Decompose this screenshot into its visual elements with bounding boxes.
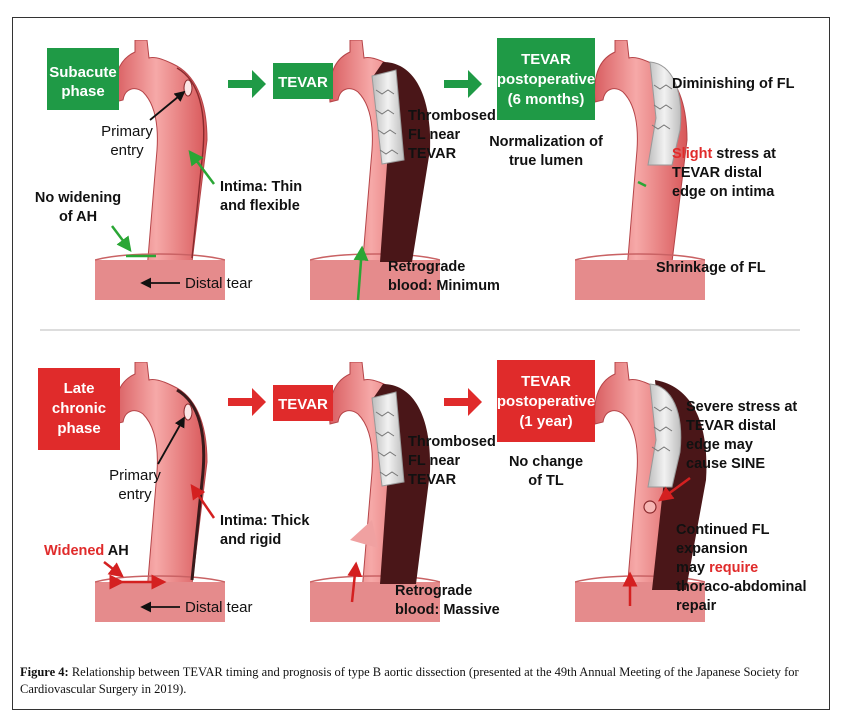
post-bottom-l1: TEVAR [521, 373, 571, 390]
thrombosed-bottom-1: Thrombosed [408, 434, 496, 450]
caption-label: Figure 4: [20, 665, 69, 679]
slight-stress-line3: edge on intima [672, 184, 775, 200]
primary-entry-arrow-top [149, 90, 186, 121]
severe-2: TEVAR distal [686, 418, 776, 434]
slight-word: Slight [672, 146, 712, 162]
retrograde-bottom-1: Retrograde [395, 583, 472, 599]
ah-word: AH [104, 543, 128, 559]
figure-frame [12, 17, 830, 710]
thrombosed-bottom-3: TEVAR [408, 472, 457, 488]
retrograde-bottom-2: blood: Massive [395, 602, 500, 618]
may-word: may [676, 560, 709, 576]
late-chronic-box [38, 368, 120, 450]
figure-caption: Figure 4: Relationship between TEVAR tim… [20, 664, 820, 698]
no-change-2: of TL [528, 473, 564, 489]
intima-thick-1: Intima: Thick [220, 513, 310, 529]
arrow-red-1 [228, 388, 266, 416]
post-top-l1: TEVAR [521, 51, 571, 68]
normalization-2: true lumen [509, 153, 583, 169]
subacute-box [47, 48, 119, 110]
top-aorta-2 [310, 40, 440, 301]
intima-arrow-top [188, 150, 215, 185]
subacute-label-2: phase [61, 83, 104, 100]
severe-4: cause SINE [686, 456, 765, 472]
stress-at-word: stress at [712, 146, 776, 162]
top-aorta-3 [575, 40, 705, 300]
late-label-2: chronic [52, 400, 106, 417]
intima-thin-1: Intima: Thin [220, 179, 302, 195]
continued-3: may require [676, 560, 758, 576]
primary-entry-bottom-1: Primary [109, 467, 161, 484]
tevar-box-bottom [273, 385, 333, 421]
widened-ah-label: Widened AH [44, 543, 129, 559]
continued-1: Continued FL [676, 522, 770, 538]
intima-thin-2: and flexible [220, 198, 300, 214]
bottom-aorta-1 [95, 362, 225, 622]
intima-thick-2: and rigid [220, 532, 281, 548]
distal-tear-bottom: Distal tear [185, 599, 253, 616]
arrow-green-2 [444, 70, 482, 98]
bottom-aorta-2 [310, 362, 440, 622]
no-widening-arrow [111, 225, 132, 252]
no-change-1: No change [509, 454, 583, 470]
arrow-green-1 [228, 70, 266, 98]
widened-word: Widened [44, 543, 104, 559]
primary-entry-bottom-2: entry [118, 486, 152, 503]
require-word: require [709, 560, 758, 576]
primary-entry-top-1: Primary [101, 123, 153, 140]
caption-text: Relationship between TEVAR timing and pr… [20, 665, 799, 696]
slight-stress-line1: Slight stress at [672, 146, 776, 162]
shrinkage-fl: Shrinkage of FL [656, 260, 766, 276]
thrombosed-top-1: Thrombosed [408, 108, 496, 124]
post-box-top [497, 38, 595, 120]
late-label-1: Late [64, 380, 95, 397]
normalization-1: Normalization of [489, 134, 603, 150]
thrombosed-top-3: TEVAR [408, 146, 457, 162]
primary-entry-arrow-bottom [157, 416, 185, 465]
no-widening-2: of AH [59, 209, 97, 225]
subacute-label-1: Subacute [49, 64, 117, 81]
continued-2: expansion [676, 541, 748, 557]
post-bottom-l3: (1 year) [519, 413, 572, 430]
diminishing-fl: Diminishing of FL [672, 76, 795, 92]
retrograde-top-1: Retrograde [388, 259, 465, 275]
post-box-bottom [497, 360, 595, 442]
slight-stress-line2: TEVAR distal [672, 165, 762, 181]
tevar-label-bottom: TEVAR [278, 396, 328, 413]
late-label-3: phase [57, 420, 100, 437]
distal-tear-top: Distal tear [185, 275, 253, 292]
intima-arrow-bottom [190, 483, 216, 519]
thrombosed-top-2: FL near [408, 127, 460, 143]
tevar-label-top: TEVAR [278, 74, 328, 91]
primary-entry-top-2: entry [110, 142, 144, 159]
severe-3: edge may [686, 437, 753, 453]
arrow-red-2 [444, 388, 482, 416]
retrograde-top-2: blood: Minimum [388, 278, 500, 294]
severe-1: Severe stress at [686, 399, 797, 415]
no-widening-1: No widening [35, 190, 121, 206]
continued-5: repair [676, 598, 717, 614]
tevar-box-top [273, 63, 333, 99]
thrombosed-bottom-2: FL near [408, 453, 460, 469]
sine-arrow [657, 476, 691, 502]
widened-arrow [103, 561, 124, 578]
post-top-l3: (6 months) [508, 91, 585, 108]
post-top-l2: postoperative [497, 71, 595, 88]
post-bottom-l2: postoperative [497, 393, 595, 410]
continued-4: thoraco-abdominal [676, 579, 807, 595]
